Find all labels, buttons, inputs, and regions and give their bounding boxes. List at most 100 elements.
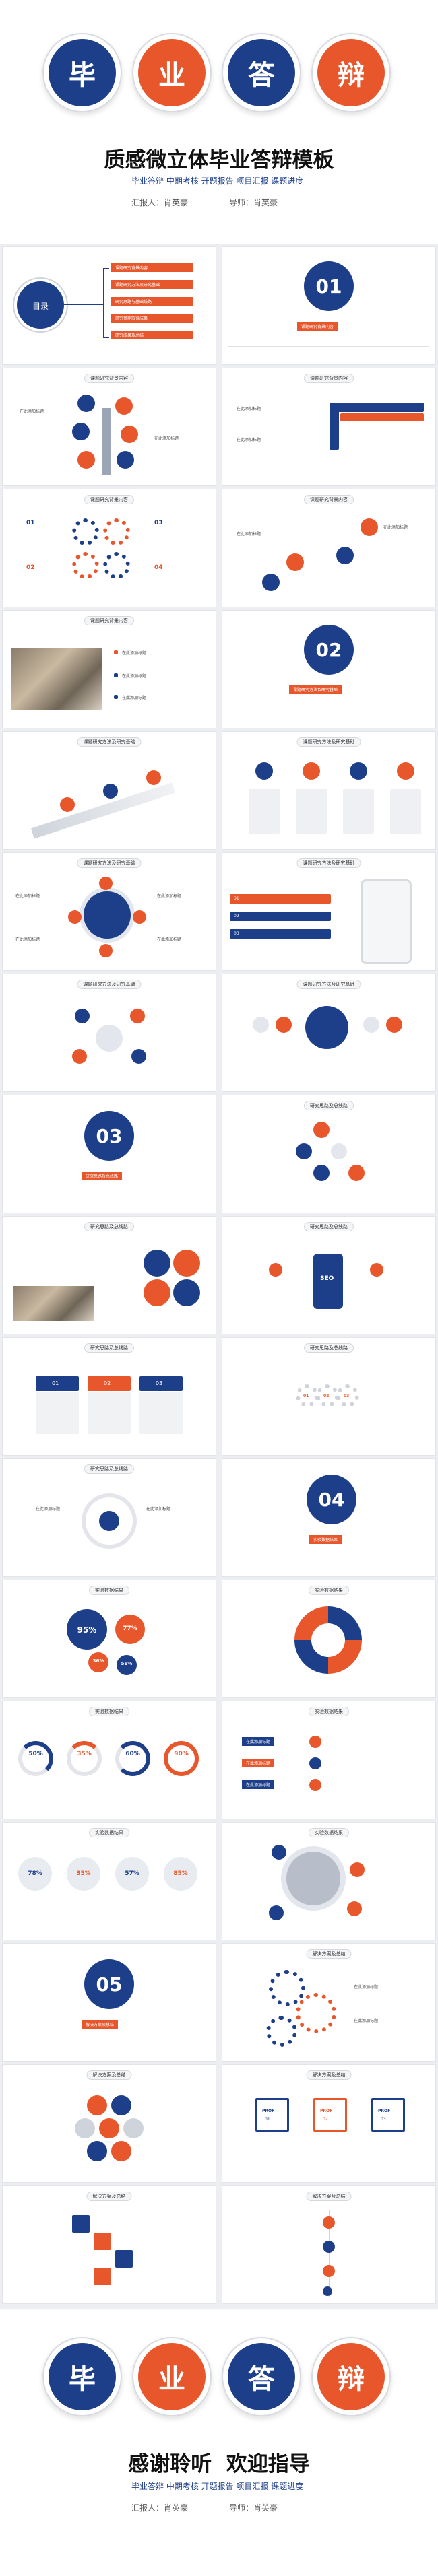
orbit-node	[350, 1862, 365, 1877]
slide-globe: 课题研究方法及研究基础	[222, 974, 436, 1092]
section-05-slide: 05 解决方案及总结	[2, 1943, 216, 2062]
hex-node	[87, 2095, 107, 2115]
list-bar-02	[230, 912, 331, 921]
list-icon	[309, 1779, 321, 1791]
bubble-value: 77%	[123, 1625, 137, 1632]
metric-value: 57%	[125, 1870, 139, 1877]
grid-node	[313, 1122, 330, 1138]
ring-value: 60%	[125, 1751, 140, 1757]
list-bar-03	[230, 929, 331, 939]
toc-item-4[interactable]: 研究预期取得成果	[111, 314, 193, 323]
icon-card	[397, 762, 414, 780]
toc-item-5[interactable]: 研究成果及总结	[111, 331, 193, 339]
seo-label: SEO	[320, 1275, 334, 1282]
donut-ring	[82, 1493, 137, 1549]
add-title: 在此添加标题	[157, 937, 182, 942]
prof-card	[371, 2098, 405, 2132]
leaf-node	[173, 1250, 200, 1277]
text-marker	[114, 673, 118, 677]
grid-node	[313, 1165, 330, 1181]
list-icon	[309, 1757, 321, 1769]
add-title: 在此添加标题	[237, 438, 261, 442]
cover-title: 质感微立体毕业答辩模板	[104, 148, 334, 172]
slide-seo: 研究思路及总线路 SEO	[222, 1216, 436, 1334]
prof-num: 02	[323, 2117, 328, 2122]
card-header	[88, 1376, 131, 1391]
section-03-number: 03	[84, 1111, 134, 1161]
prof-num: 03	[381, 2117, 386, 2122]
cover-char-3: 答	[228, 39, 295, 106]
bubble-value: 95%	[77, 1625, 97, 1635]
slide-list-phone: 课题研究方法及研究基础 01 02 03	[222, 852, 436, 971]
slide-title: 研究思路及总线路	[304, 1343, 354, 1353]
stack-block	[72, 2215, 90, 2233]
step-node	[336, 547, 354, 564]
add-title: 在此添加标题	[146, 1507, 171, 1512]
progress-ring	[18, 1741, 53, 1776]
hex-node	[99, 2118, 119, 2138]
icon-node	[269, 1263, 282, 1277]
card-panel	[249, 789, 280, 834]
slide-title: 解决方案及总结	[306, 2192, 352, 2201]
toc-item-1[interactable]: 课题研究背景内容	[111, 263, 193, 272]
timeline-node	[323, 2241, 335, 2253]
slide-tree: 课题研究背景内容 在此添加标题 在此添加标题	[2, 368, 216, 486]
ending-title: 感谢聆听 欢迎指导	[128, 2452, 310, 2476]
slide-title: 实验数据结果	[89, 1828, 129, 1837]
hub-node	[99, 944, 113, 957]
hex-node	[111, 2095, 131, 2115]
photo-image	[11, 648, 102, 710]
slide-pipes: 课题研究背景内容 在此添加标题 在此添加标题	[222, 368, 436, 486]
hub-center	[84, 891, 131, 939]
section-01-slide: 01 课题研究背景内容	[222, 246, 436, 365]
icon-card	[276, 1017, 292, 1033]
toc-title: 目录	[32, 302, 49, 311]
card-body	[88, 1392, 131, 1434]
slide-title: 课题研究背景内容	[304, 374, 354, 383]
cover-char-1: 毕	[49, 39, 116, 106]
slide-donut-center: 研究思路及总线路 在此添加标题 在此添加标题	[2, 1458, 216, 1577]
slide-title: 实验数据结果	[309, 1828, 349, 1837]
section-01-number: 01	[304, 261, 354, 311]
slide-label-list: 实验数据结果 在此添加标题 在此添加标题 在此添加标题	[222, 1701, 436, 1819]
step-node	[262, 574, 280, 591]
toc-item-3[interactable]: 研究思路与基础线路	[111, 297, 193, 306]
gear-num: 01	[303, 1394, 309, 1398]
card-body	[139, 1392, 183, 1434]
section-05-label: 解决方案及总结	[82, 2020, 119, 2029]
card-panel	[343, 789, 374, 834]
slide-gear-chain: 研究思路及总线路 01 02 03	[222, 1337, 436, 1456]
gear-icon	[336, 1384, 359, 1407]
toc-item-2[interactable]: 课题研究方法及研究基础	[111, 280, 193, 289]
ending-reporter: 汇报人：肖英豪	[131, 2503, 189, 2513]
list-label: 在此添加标题	[242, 1759, 275, 1767]
bubble	[117, 1655, 137, 1675]
add-title: 在此添加标题	[237, 407, 261, 411]
slide-title: 课题研究背景内容	[84, 495, 134, 504]
molecule-node	[75, 1009, 90, 1023]
slide-title: 实验数据结果	[309, 1586, 349, 1595]
gear-num: 03	[344, 1394, 350, 1398]
slide-four-gears: 课题研究背景内容 01 02 03 04	[2, 489, 216, 607]
cover-subtitle: 毕业答辩 中期考核 开题报告 项目汇报 课题进度	[131, 176, 304, 186]
card-panel	[390, 789, 421, 834]
number-02: 02	[26, 564, 35, 571]
hex-node	[123, 2118, 144, 2138]
globe	[305, 1006, 348, 1049]
gear-ring-inner	[311, 1623, 345, 1657]
grid-node	[296, 1143, 312, 1159]
step-node	[286, 553, 304, 571]
slide-timeline: 解决方案及总结	[222, 2185, 436, 2304]
bubble-value: 56%	[121, 1661, 133, 1666]
slide-prof-cards: 解决方案及总结 PROF PROF PROF 01 02 03	[222, 2064, 436, 2183]
tree-trunk	[102, 408, 111, 475]
gear-num: 02	[323, 1394, 330, 1398]
list-icon	[309, 1736, 321, 1748]
card-panel	[296, 789, 327, 834]
list-label: 在此添加标题	[242, 1737, 275, 1746]
photo-image	[13, 1286, 94, 1321]
icon-card	[350, 762, 367, 780]
add-title: 在此添加标题	[20, 409, 44, 414]
metric-circle	[67, 1857, 100, 1891]
